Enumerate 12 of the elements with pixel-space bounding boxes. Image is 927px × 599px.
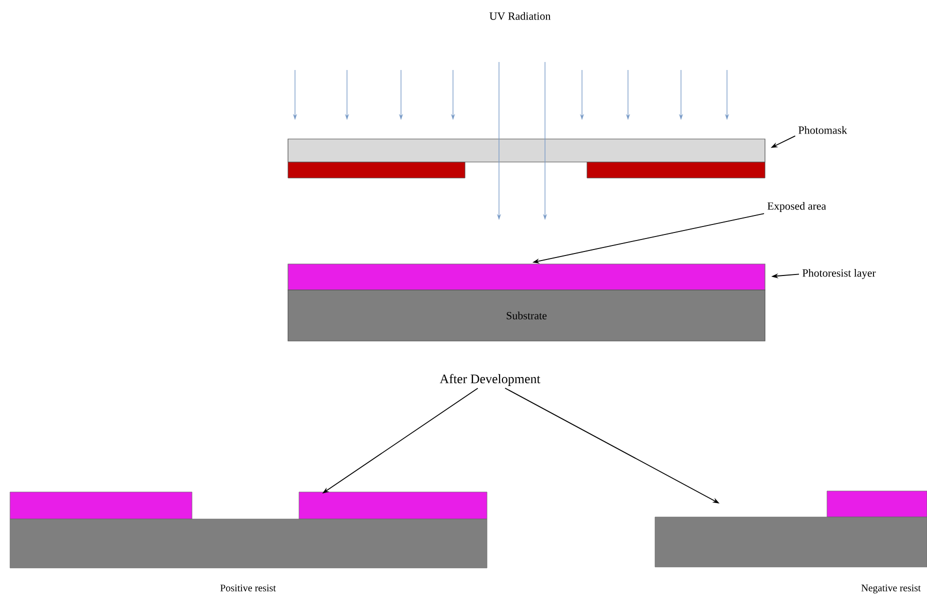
photomask-drawing [288,138,766,178]
node-label: Negative resist [861,584,921,594]
callout-text: Photomask [798,126,848,134]
callout-text: Exposed area [768,202,826,212]
callout-text: After Development [440,374,540,386]
positive-resist-drawing [10,492,488,568]
title-text: UV Radiation [490,12,551,20]
node-label: Positive resist [220,584,276,592]
negative-resist-drawing [654,490,927,568]
substrate-box: Substrate [288,290,766,342]
photoresist-layer [288,264,766,290]
callout-text: Photoresist layer [802,269,876,279]
